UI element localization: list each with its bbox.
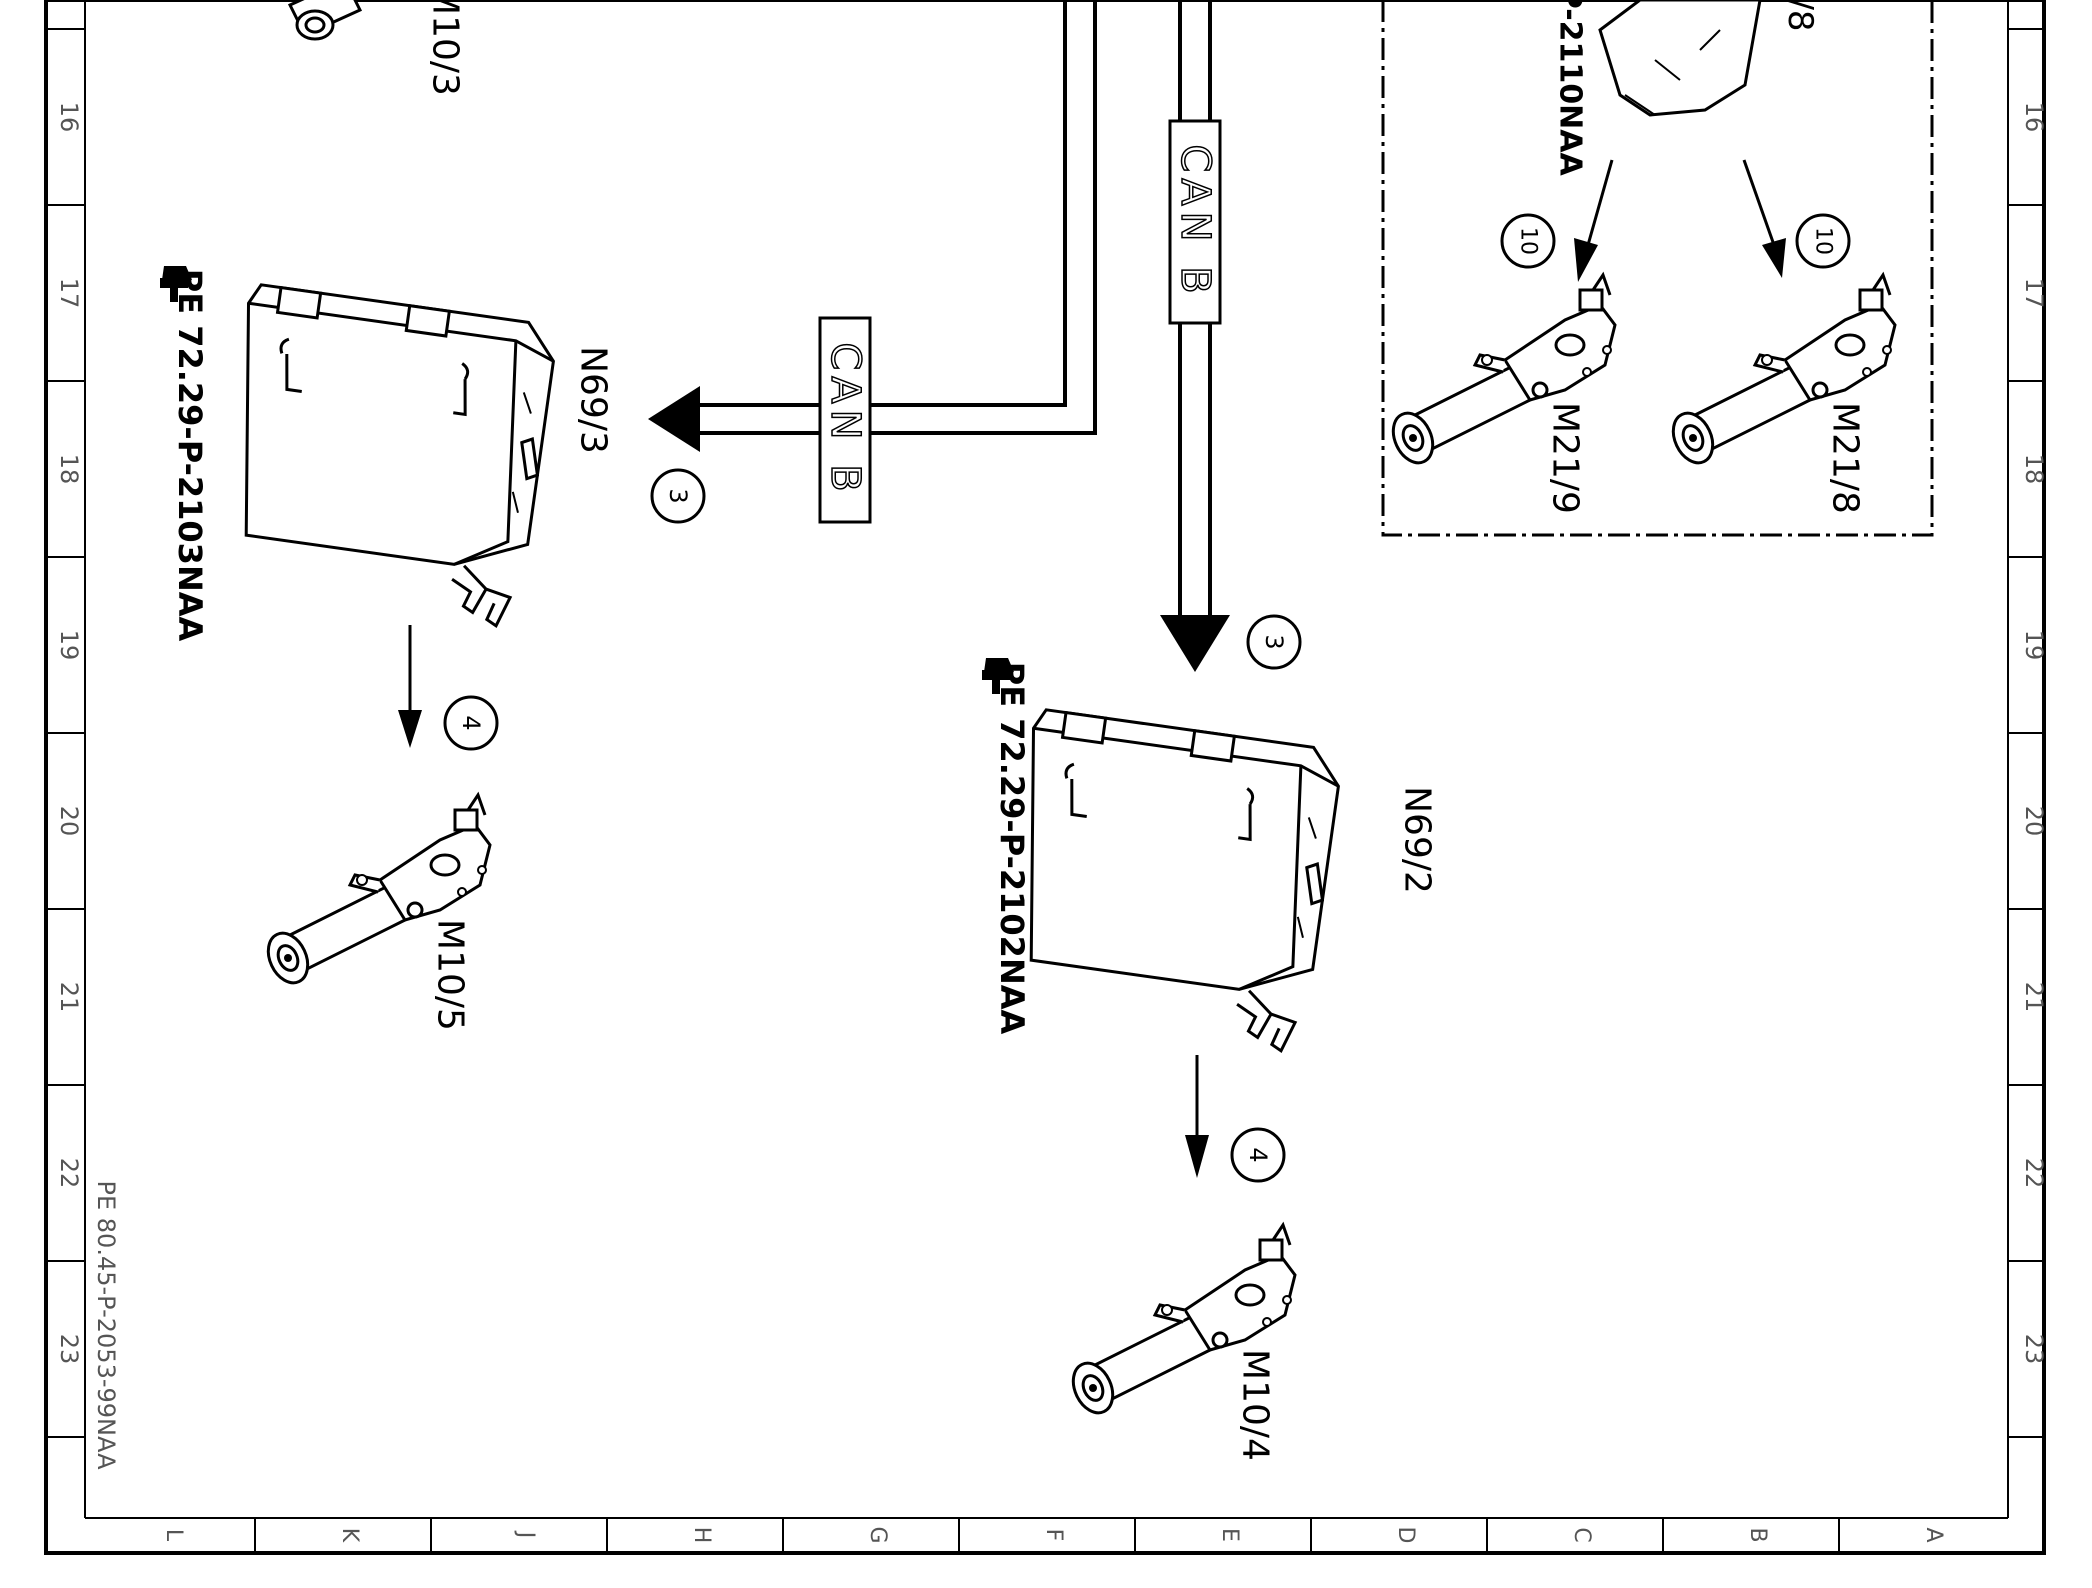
col-label: D — [1393, 1527, 1418, 1544]
svg-text:4: 4 — [457, 715, 485, 730]
row-label-left: 20 — [55, 806, 83, 837]
col-label: F — [1041, 1529, 1066, 1542]
col-label: A — [1921, 1527, 1946, 1542]
drawing-reference: PE 80.45-P-2053-99NAA — [92, 1181, 120, 1471]
row-label-right: 16 — [2020, 102, 2048, 133]
row-label-right: 18 — [2020, 454, 2048, 485]
svg-text:3: 3 — [664, 488, 692, 503]
row-label-right: 20 — [2020, 806, 2048, 837]
n69-8-ref: -P-2110NAA — [1553, 0, 1588, 176]
outer-frame — [44, 0, 2046, 1555]
svg-text:10: 10 — [1811, 227, 1836, 255]
arrow-icon — [398, 710, 422, 748]
motor-m10-4: M10/4 — [1064, 1223, 1297, 1461]
m10-5-label: M10/5 — [430, 919, 471, 1031]
row-label-left: 17 — [55, 278, 83, 309]
col-label: K — [337, 1528, 362, 1543]
m21-9-label: M21/9 — [1545, 402, 1586, 514]
arrow-icon — [1160, 615, 1230, 672]
n69-2-ref: PE 72.29-P-2102NAA — [993, 662, 1031, 1035]
row-label-right: 22 — [2020, 1158, 2048, 1189]
motor-m10-5: M10/5 — [259, 793, 492, 1031]
n69-8-label: /8 — [1780, 0, 1820, 32]
callout-3-center: 3 — [1246, 614, 1302, 670]
row-labels-right: 16 17 18 19 20 21 22 23 — [2020, 102, 2048, 1365]
col-label: J — [513, 1530, 538, 1539]
col-label: H — [689, 1527, 714, 1544]
col-label: C — [1569, 1527, 1594, 1542]
callout-10-right: 10 — [1795, 213, 1851, 269]
can-bus-label-center: CAN B — [1172, 144, 1218, 299]
can-bus-center: CAN B — [1160, 0, 1230, 672]
row-ticks — [46, 28, 2044, 1438]
col-ticks — [254, 1518, 1840, 1553]
n69-3-label: N69/3 — [573, 346, 614, 454]
callout-10-left: 10 — [1500, 213, 1556, 269]
svg-text:10: 10 — [1516, 227, 1541, 255]
motor-m10-3: M10/3 — [287, 0, 466, 96]
m10-4-label: M10/4 — [1235, 1349, 1276, 1461]
arrow-icon — [648, 386, 700, 452]
can-bus-label-left: CAN B — [822, 342, 868, 497]
svg-text:3: 3 — [1260, 634, 1288, 649]
row-label-left: 16 — [55, 102, 83, 133]
m21-8-label: M21/8 — [1825, 402, 1866, 514]
control-unit-n69-8-partial: -P-2110NAA /8 — [1553, 0, 1820, 176]
col-label: E — [1217, 1528, 1242, 1542]
row-label-left: 23 — [55, 1334, 83, 1365]
col-label: B — [1745, 1527, 1770, 1542]
col-label: G — [865, 1526, 890, 1543]
arrow-icon — [1185, 1135, 1209, 1178]
control-unit-icon — [992, 706, 1345, 1056]
arrow-icon — [1574, 238, 1598, 282]
row-label-left: 18 — [55, 454, 83, 485]
callout-4-left: 4 — [443, 695, 499, 751]
row-label-right: 17 — [2020, 278, 2048, 309]
row-labels-left: 16 17 18 19 20 21 22 23 — [55, 102, 83, 1365]
control-unit-icon — [207, 281, 560, 631]
row-label-left: 21 — [55, 982, 83, 1013]
connector-line — [1586, 159, 1614, 246]
callout-3-left: 3 — [650, 468, 706, 524]
control-unit-n69-3: PE 72.29-P-2103NAA N69/3 — [160, 266, 614, 748]
can-bus-tag-left — [818, 316, 872, 524]
control-unit-n69-2: PE 72.29-P-2102NAA N69/2 — [982, 658, 1438, 1178]
can-bus-left: CAN B — [648, 0, 1097, 524]
n69-3-ref: PE 72.29-P-2103NAA — [171, 269, 209, 642]
svg-text:4: 4 — [1244, 1147, 1272, 1162]
row-label-left: 22 — [55, 1158, 83, 1189]
dashed-enclosure — [1381, 0, 1934, 537]
n69-2-label: N69/2 — [1397, 786, 1438, 894]
col-labels: L K J H G F E D C B A — [161, 1526, 1946, 1543]
row-label-left: 19 — [55, 630, 83, 661]
rear-motors-group: -P-2110NAA /8 M21/9 M21/8 — [1381, 0, 1934, 537]
row-label-right: 19 — [2020, 630, 2048, 661]
connector-line — [1742, 159, 1776, 246]
motor-m10-3-label: M10/3 — [425, 0, 466, 96]
row-label-right: 21 — [2020, 982, 2048, 1013]
arrow-icon — [1762, 238, 1786, 278]
col-label: L — [161, 1529, 186, 1542]
callout-4-center: 4 — [1230, 1127, 1286, 1183]
row-label-right: 23 — [2020, 1334, 2048, 1365]
can-bus-tag-center — [1168, 119, 1222, 325]
